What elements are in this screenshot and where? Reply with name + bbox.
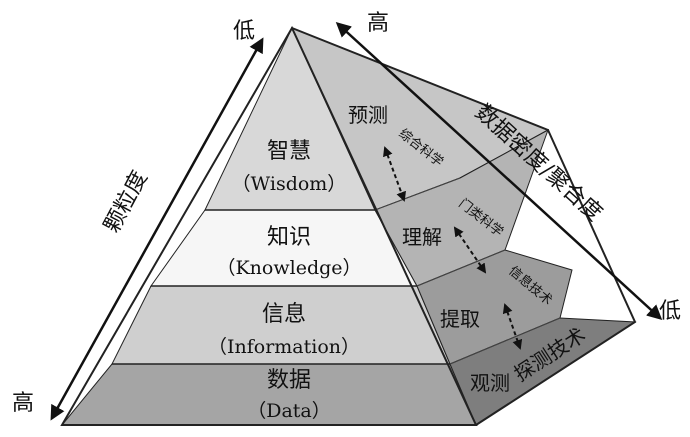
data-en: （Data） [247, 400, 331, 422]
left-axis-arrow [50, 37, 264, 421]
action-understand: 理解 [402, 225, 442, 249]
wisdom-en: （Wisdom） [232, 173, 347, 195]
left-axis-top: 低 [233, 19, 255, 44]
action-predict: 预测 [348, 103, 388, 127]
information-zh: 信息 [262, 302, 306, 327]
wisdom-zh: 智慧 [267, 139, 311, 164]
knowledge-zh: 知识 [267, 225, 311, 250]
right-axis-arrow [335, 21, 663, 321]
action-observe: 观测 [470, 371, 510, 395]
right-axis-top: 高 [367, 11, 389, 36]
data-zh: 数据 [267, 368, 311, 393]
knowledge-en: （Knowledge） [216, 257, 361, 279]
right-axis-bottom: 低 [659, 299, 681, 324]
information-en: （Information） [208, 336, 360, 358]
action-extract: 提取 [440, 307, 480, 331]
left-axis-bottom: 高 [12, 391, 34, 416]
left-axis-label: 颗粒度 [100, 167, 153, 237]
